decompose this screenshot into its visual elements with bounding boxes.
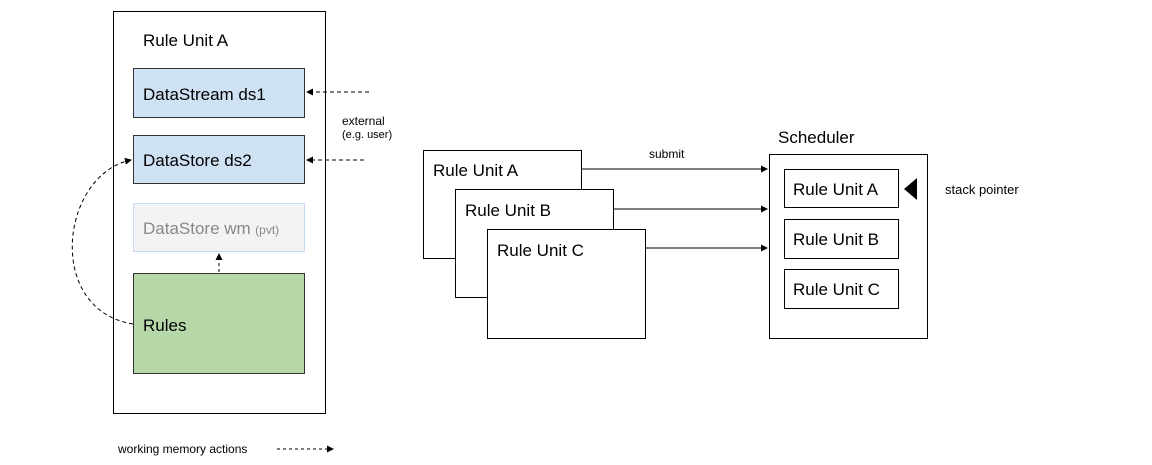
rules-label: Rules (143, 316, 187, 335)
submitted-rule-unit-b-label: Rule Unit B (465, 201, 551, 220)
rule-unit-a-title: Rule Unit A (143, 31, 229, 50)
external-label: external (342, 114, 385, 128)
private-tag: (pvt) (255, 223, 280, 237)
scheduler-item-b-label: Rule Unit B (793, 230, 879, 249)
private-datastore-box: DataStore wm (pvt) (133, 203, 305, 252)
private-datastore-label: DataStore wm (143, 219, 251, 238)
external-note: (e.g. user) (342, 129, 393, 141)
datastore-label: DataStore ds2 (143, 151, 252, 170)
private-datastore-text: DataStore wm (pvt) (143, 219, 279, 239)
scheduler-item-c-label: Rule Unit C (793, 280, 880, 299)
submitted-rule-unit-a-label: Rule Unit A (433, 161, 519, 180)
legend-label: working memory actions (118, 442, 248, 456)
rules-to-datastore-curve (71, 157, 134, 325)
scheduler-item-b: Rule Unit B (784, 219, 899, 259)
scheduler-item-c: Rule Unit C (784, 269, 899, 309)
datastream-box: DataStream ds1 (133, 68, 305, 118)
scheduler-title: Scheduler (778, 128, 855, 147)
submitted-rule-unit-c-label: Rule Unit C (497, 241, 584, 260)
rules-box: Rules (133, 273, 305, 374)
scheduler-item-a: Rule Unit A (784, 169, 899, 208)
stack-pointer-icon (904, 178, 917, 200)
scheduler-item-a-label: Rule Unit A (793, 180, 879, 199)
datastore-box: DataStore ds2 (133, 135, 305, 184)
submitted-rule-unit-c: Rule Unit C (487, 229, 646, 339)
datastream-label: DataStream ds1 (143, 85, 266, 104)
stack-pointer-label: stack pointer (945, 182, 1019, 197)
submit-label: submit (649, 147, 685, 161)
